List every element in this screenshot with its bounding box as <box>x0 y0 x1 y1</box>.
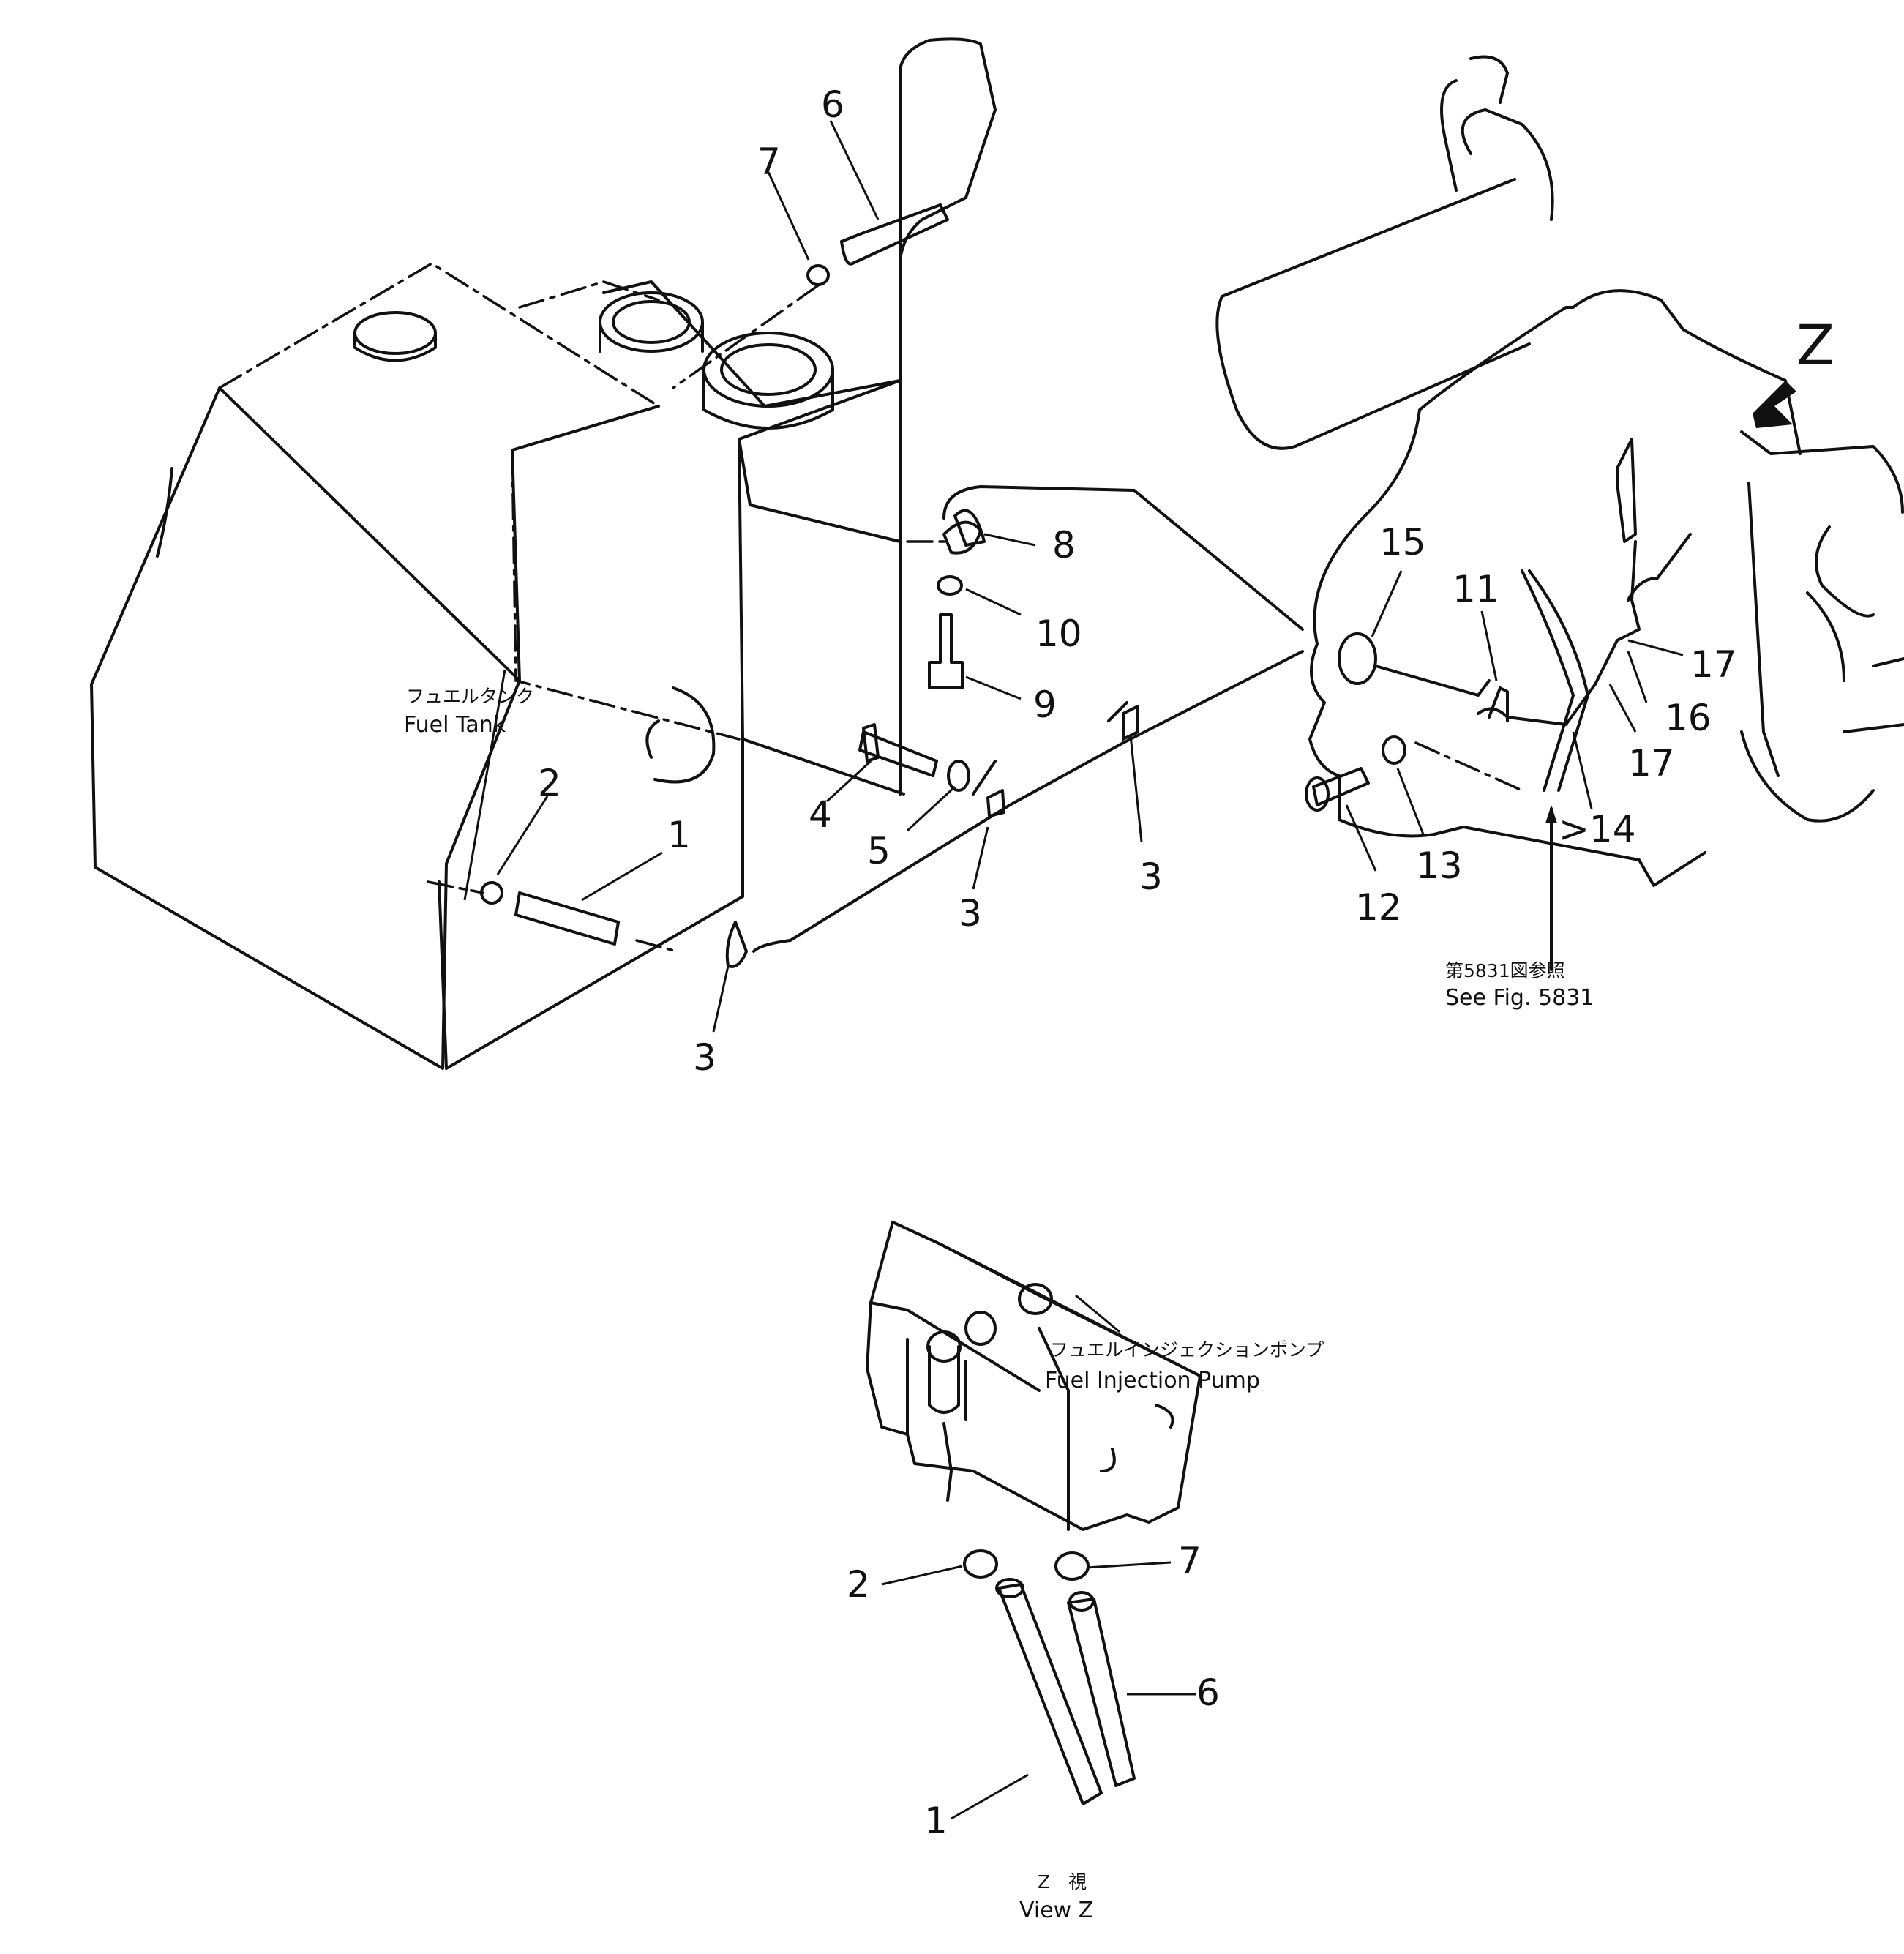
callout-12: 12 <box>1355 886 1402 929</box>
view-z-marker: Z <box>1796 312 1834 378</box>
view-z-label-en: View Z <box>1019 1898 1093 1923</box>
view-z-callout-2: 2 <box>847 1563 870 1606</box>
callout-11: 11 <box>1453 568 1499 610</box>
view-z-callout-6: 6 <box>1196 1672 1220 1714</box>
callout-3-right: 3 <box>1139 856 1163 898</box>
injection-pump-label-en: Fuel Injection Pump <box>1045 1368 1260 1393</box>
callout-1: 1 <box>667 814 691 856</box>
callout-17-upper: 17 <box>1690 643 1737 686</box>
leader-lines <box>463 120 1684 1820</box>
see-fig-label-en: See Fig. 5831 <box>1445 985 1594 1011</box>
callout-13: 13 <box>1416 845 1463 887</box>
callout-16: 16 <box>1665 697 1712 739</box>
callout-6: 6 <box>821 83 844 126</box>
callout-8: 8 <box>1052 524 1076 566</box>
callout-3-left: 3 <box>693 1036 716 1079</box>
view-z-callout-1: 1 <box>924 1800 948 1842</box>
callout-5: 5 <box>867 830 891 872</box>
view-z-label-jp: Z 視 <box>1038 1871 1087 1893</box>
callout-14: >14 <box>1559 808 1636 850</box>
callout-9: 9 <box>1033 684 1057 726</box>
callout-numbers: 6 7 8 10 9 4 5 2 1 3 3 3 15 11 17 16 17 … <box>538 83 1834 1079</box>
view-z-callouts: 2 7 6 1 <box>847 1540 1220 1842</box>
callout-15: 15 <box>1379 521 1426 564</box>
see-fig-label-jp: 第5831図参照 <box>1445 960 1565 981</box>
fuel-tank-label-en: Fuel Tank <box>404 712 506 738</box>
injection-pump-drawing <box>866 1221 1202 1805</box>
text-labels: フュエルタンク Fuel Tank 第5831図参照 See Fig. 5831… <box>404 686 1594 1923</box>
hose-and-fittings <box>427 37 997 953</box>
callout-2: 2 <box>538 762 561 804</box>
fuel-tank-label-jp: フュエルタンク <box>406 686 534 707</box>
callout-7: 7 <box>757 141 781 183</box>
injection-pump-label-jp: フュエルインジェクションポンプ <box>1050 1339 1324 1360</box>
fuel-tank-drawing <box>90 261 905 1070</box>
callout-3-middle: 3 <box>959 892 982 935</box>
callout-17-lower: 17 <box>1628 742 1675 785</box>
engine-drawing <box>1215 55 1904 971</box>
view-z-callout-7: 7 <box>1178 1540 1202 1582</box>
callout-10: 10 <box>1035 613 1082 655</box>
fuel-pipe-lines <box>725 485 1304 968</box>
callout-4: 4 <box>809 793 832 836</box>
